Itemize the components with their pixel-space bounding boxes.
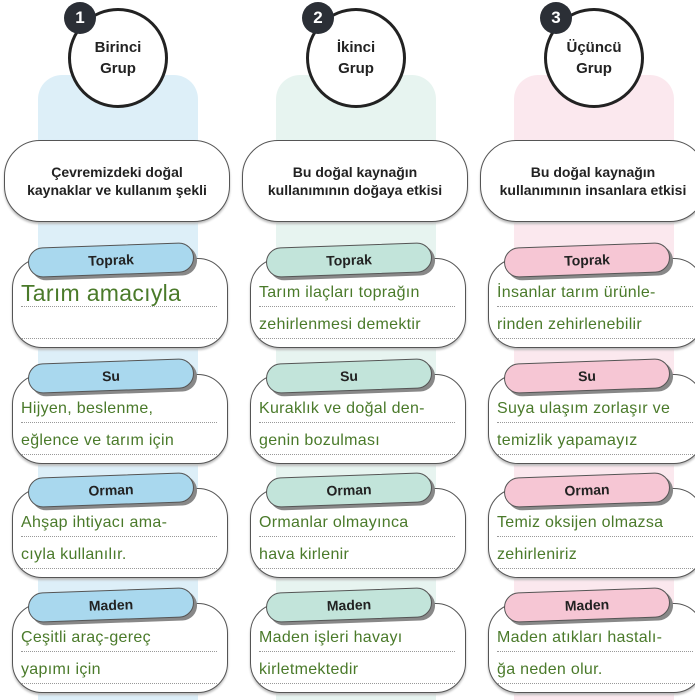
answer-line: Temiz oksijen olmazsa: [497, 509, 693, 537]
answer-line: Kuraklık ve doğal den-: [259, 395, 455, 423]
answer-line: Suya ulaşım zorlaşır ve: [497, 395, 693, 423]
resource-tab: Su: [27, 358, 195, 394]
resource-tab: Orman: [265, 472, 433, 508]
resource-tab: Maden: [265, 587, 433, 623]
answer-line: Ormanlar olmayınca: [259, 509, 455, 537]
answer-line: temizlik yapamayız: [497, 427, 693, 455]
resource-tab: Su: [503, 358, 671, 394]
group-title: İkinci Grup: [306, 8, 406, 108]
answer-line: zehirlenmesi demektir: [259, 311, 455, 339]
answer-line: cıyla kullanılır.: [21, 541, 217, 569]
answer-line: zehirleniriz: [497, 541, 693, 569]
resource-tab: Toprak: [27, 242, 195, 278]
group-number-badge: 3: [540, 2, 572, 34]
resource-tab: Su: [265, 358, 433, 394]
answer-line: Maden atıkları hastalı-: [497, 624, 693, 652]
group-question: Bu doğal kaynağın kullanımının insanlara…: [480, 140, 695, 222]
resource-tab: Orman: [27, 472, 195, 508]
answer-line: Tarım amacıyla: [21, 279, 217, 307]
resource-tab: Toprak: [503, 242, 671, 278]
resource-tab: Toprak: [265, 242, 433, 278]
answer-line: Ahşap ihtiyacı ama-: [21, 509, 217, 537]
group-question: Bu doğal kaynağın kullanımının doğaya et…: [242, 140, 468, 222]
answer-line: Hijyen, beslenme,: [21, 395, 217, 423]
answer-line: ğa neden olur.: [497, 656, 693, 684]
resource-tab: Orman: [503, 472, 671, 508]
answer-line: Tarım ilaçları toprağın: [259, 279, 455, 307]
group-number-badge: 1: [64, 2, 96, 34]
answer-line: eğlence ve tarım için: [21, 427, 217, 455]
answer-line: rinden zehirlenebilir: [497, 311, 693, 339]
group-question: Çevremizdeki doğal kaynaklar ve kullanım…: [4, 140, 230, 222]
group-number-badge: 2: [302, 2, 334, 34]
resource-card: Tarım ilaçları toprağın zehirlenmesi deme…: [250, 258, 466, 348]
resource-tab: Maden: [27, 587, 195, 623]
answer-line: hava kirlenir: [259, 541, 455, 569]
answer-line: genin bozulması: [259, 427, 455, 455]
answer-line: Çeşitli araç-gereç: [21, 624, 217, 652]
resource-tab: Maden: [503, 587, 671, 623]
answer-line: yapımı için: [21, 656, 217, 684]
answer-line: kirletmektedir: [259, 656, 455, 684]
answer-line: İnsanlar tarım ürünle-: [497, 279, 693, 307]
answer-line: Maden işleri havayı: [259, 624, 455, 652]
answer-line: [21, 311, 217, 339]
